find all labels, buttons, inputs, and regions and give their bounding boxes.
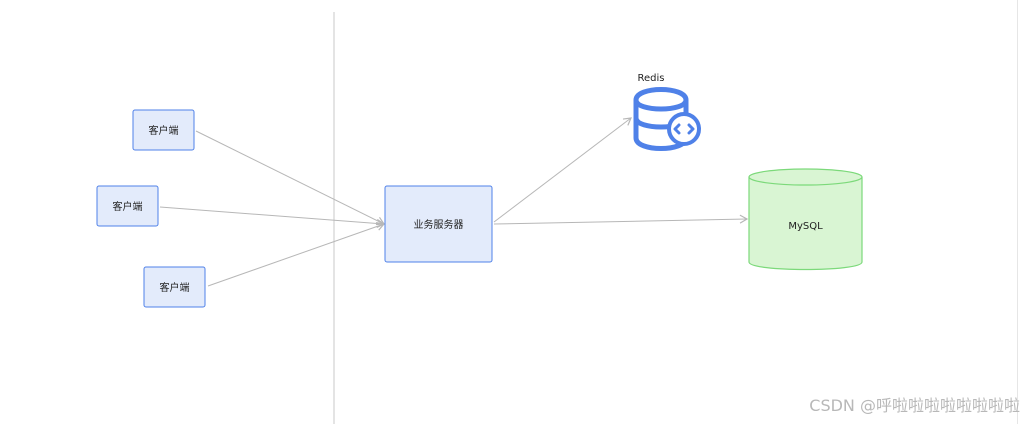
client-node-3-label: 客户端	[160, 281, 190, 294]
edge-client3-server	[207, 221, 386, 287]
business-server-node[interactable]: 业务服务器	[384, 185, 493, 263]
client-node-3[interactable]: 客户端	[143, 266, 206, 308]
client-node-1[interactable]: 客户端	[132, 109, 195, 151]
mysql-label: MySQL	[788, 221, 823, 232]
client-node-1-label: 客户端	[149, 124, 179, 137]
database-sync-icon[interactable]	[633, 87, 701, 151]
edge-client1-server	[195, 130, 386, 226]
right-edge-divider	[1017, 0, 1018, 424]
edge-client2-server	[159, 206, 386, 229]
business-server-label: 业务服务器	[414, 218, 464, 231]
edge-server-redis	[493, 117, 632, 223]
client-node-2-label: 客户端	[113, 200, 143, 213]
redis-label: Redis	[638, 73, 665, 84]
edge-server-mysql	[493, 214, 749, 225]
client-node-2[interactable]: 客户端	[96, 185, 159, 227]
cylinder-database-icon[interactable]: MySQL	[748, 168, 863, 271]
watermark-text: CSDN @呼啦啦啦啦啦啦啦啦	[809, 396, 1020, 415]
